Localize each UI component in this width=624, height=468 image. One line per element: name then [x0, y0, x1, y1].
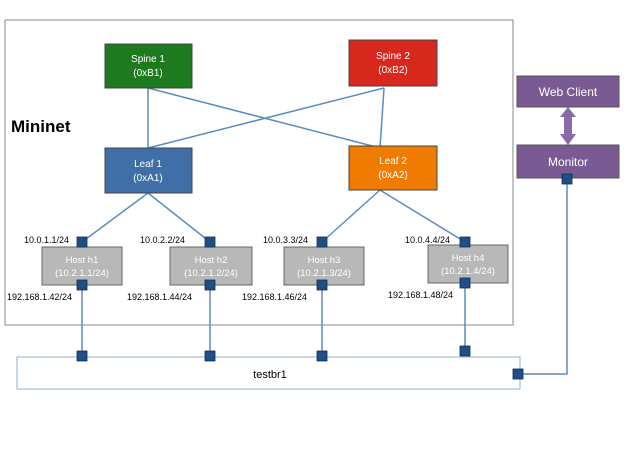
port-bridge-h4	[459, 345, 471, 357]
port-h1-top	[76, 236, 88, 248]
host-h4-name: Host h4	[452, 253, 485, 264]
host-h1-subnet: (10.2.1.1/24)	[55, 268, 109, 279]
link-leaf2-h3	[321, 189, 381, 243]
spine2-box	[348, 39, 438, 87]
host-h1-name: Host h1	[66, 255, 99, 266]
mininet-boundary	[4, 19, 514, 326]
host-h2: Host h2 (10.2.1.2/24)	[169, 246, 253, 286]
leaf1-name: Leaf 1	[134, 159, 162, 170]
links	[81, 87, 568, 375]
port-bridge-h3	[316, 350, 328, 362]
port-h3-top	[316, 236, 328, 248]
host-h4-subnet: (10.2.1.4/24)	[441, 266, 495, 277]
link-monitor-bridge	[518, 178, 568, 375]
spine1-box	[104, 43, 193, 89]
port-h3-bottom	[316, 279, 328, 291]
web-client-box	[516, 75, 620, 108]
port-bridge-monitor	[512, 368, 524, 380]
spine2-id: (0xB2)	[378, 65, 407, 76]
spine1-id: (0xB1)	[133, 68, 162, 79]
spine1-switch: Spine 1 (0xB1)	[104, 43, 193, 89]
host-h1: Host h1 (10.2.1.1/24)	[41, 246, 123, 286]
host-h1-box	[41, 246, 123, 286]
bridge-label: testbr1	[253, 369, 287, 381]
host-h3-name: Host h3	[308, 255, 341, 266]
link-spine2-leaf1	[147, 87, 385, 149]
port-h2-top	[204, 236, 216, 248]
host-h3-bottom-ip: 192.168.1.46/24	[242, 292, 307, 302]
host-h4-bottom-ip: 192.168.1.48/24	[388, 290, 453, 300]
host-h1-top-ip: 10.0.1.1/24	[24, 235, 69, 245]
host-h1-bottom-ip: 192.168.1.42/24	[7, 292, 72, 302]
host-h3-box	[283, 246, 365, 286]
spine1-name: Spine 1	[131, 54, 165, 65]
host-h2-bottom-ip: 192.168.1.44/24	[127, 292, 192, 302]
port-h4-top	[459, 236, 471, 248]
host-h4-top-ip: 10.0.4.4/24	[405, 235, 450, 245]
double-arrow-icon	[560, 107, 576, 145]
host-h4-box	[427, 244, 509, 284]
spine2-switch: Spine 2 (0xB2)	[348, 39, 438, 87]
host-h4: Host h4 (10.2.1.4/24)	[427, 244, 509, 284]
host-h3-top-ip: 10.0.3.3/24	[263, 235, 308, 245]
monitor-label: Monitor	[548, 155, 588, 169]
web-client-label: Web Client	[539, 85, 598, 99]
link-leaf1-h1	[81, 192, 149, 243]
leaf2-switch: Leaf 2 (0xA2)	[348, 145, 438, 191]
port-h2-bottom	[204, 279, 216, 291]
monitor-box	[516, 144, 620, 179]
host-h2-box	[169, 246, 253, 286]
mininet-label: Mininet	[11, 117, 71, 136]
port-bridge-h2	[204, 350, 216, 362]
leaf1-switch: Leaf 1 (0xA1)	[104, 147, 193, 194]
leaf2-name: Leaf 2	[379, 156, 407, 167]
port-h4-bottom	[459, 277, 471, 289]
leaf1-id: (0xA1)	[133, 173, 162, 184]
host-h2-subnet: (10.2.1.2/24)	[184, 268, 238, 279]
leaf2-box	[348, 145, 438, 191]
host-h3-subnet: (10.2.1.3/24)	[297, 268, 351, 279]
ports	[76, 173, 573, 380]
spine2-name: Spine 2	[376, 51, 410, 62]
host-h2-name: Host h2	[195, 255, 228, 266]
link-leaf2-h4	[379, 189, 466, 243]
leaf2-id: (0xA2)	[378, 170, 407, 181]
link-spine2-leaf2	[379, 87, 385, 149]
port-bridge-h1	[76, 350, 88, 362]
host-h2-top-ip: 10.0.2.2/24	[140, 235, 185, 245]
host-h3: Host h3 (10.2.1.3/24)	[283, 246, 365, 286]
port-h1-bottom	[76, 279, 88, 291]
port-monitor	[561, 173, 573, 185]
link-leaf1-h2	[147, 192, 211, 243]
leaf1-box	[104, 147, 193, 194]
